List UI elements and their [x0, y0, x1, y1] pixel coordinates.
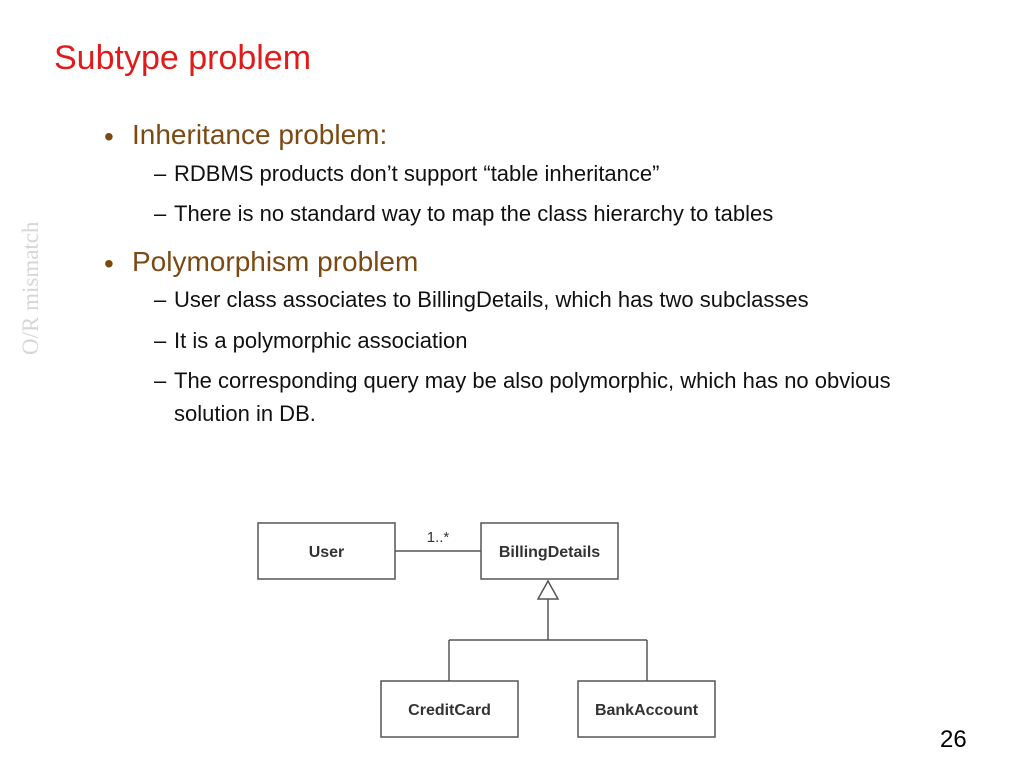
multiplicity-label: 1..*	[427, 529, 450, 546]
class-box	[257, 522, 396, 580]
sub-text: There is no standard way to map the clas…	[174, 201, 774, 227]
bullet-marker: •	[104, 247, 114, 279]
sub-marker: –	[154, 160, 167, 186]
class-name: User	[309, 544, 345, 561]
sub-text: RDBMS products don’t support “table inhe…	[174, 160, 660, 186]
bullet-inheritance: • Inheritance problem: – RDBMS products …	[104, 118, 1004, 231]
sub-list: – User class associates to BillingDetail…	[154, 284, 1004, 430]
slide-title: Subtype problem	[54, 39, 312, 77]
page-number: 26	[940, 726, 967, 753]
class-bank-account: BankAccount	[577, 680, 716, 738]
class-billing-details: BillingDetails	[480, 522, 619, 580]
sub-item: – RDBMS products don’t support “table in…	[154, 158, 964, 191]
bullet-text: Polymorphism problem	[132, 245, 419, 277]
sub-item: – User class associates to BillingDetail…	[154, 284, 964, 317]
sub-list: – RDBMS products don’t support “table in…	[154, 158, 1004, 231]
sub-text: User class associates to BillingDetails,…	[174, 287, 809, 313]
class-user: User	[257, 522, 396, 580]
sub-text: The corresponding query may be also poly…	[174, 368, 891, 426]
bullet-marker: •	[104, 121, 114, 152]
bullet-list: • Inheritance problem: – RDBMS products …	[104, 118, 1004, 438]
sub-marker: –	[154, 327, 167, 353]
class-credit-card: CreditCard	[380, 680, 519, 738]
sub-text: It is a polymorphic association	[174, 327, 468, 353]
class-name: BillingDetails	[499, 544, 600, 561]
generalization-arrow	[536, 579, 560, 600]
class-name: BankAccount	[595, 702, 699, 719]
class-box	[577, 680, 716, 738]
bullet-text: Inheritance problem:	[132, 119, 388, 150]
class-box	[480, 522, 619, 580]
sub-item: – It is a polymorphic association	[154, 325, 964, 358]
sub-item: – The corresponding query may be also po…	[154, 365, 964, 430]
sub-marker: –	[154, 368, 167, 394]
sub-marker: –	[154, 201, 167, 227]
class-box	[380, 680, 519, 738]
class-name: CreditCard	[408, 702, 491, 719]
bullet-polymorphism: • Polymorphism problem – User class asso…	[104, 245, 1004, 431]
sub-marker: –	[154, 287, 167, 313]
sub-item: – There is no standard way to map the cl…	[154, 198, 964, 231]
